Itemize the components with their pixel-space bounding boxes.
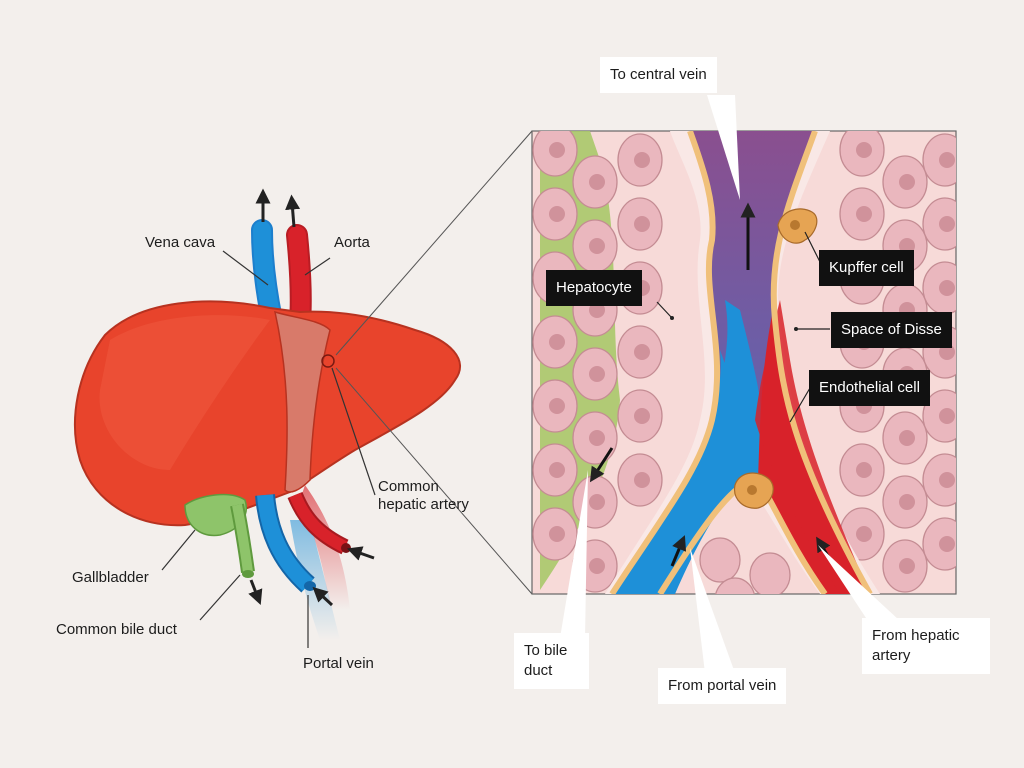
space-of-disse-label: Space of Disse bbox=[831, 312, 952, 348]
hepatocyte-nucleus bbox=[549, 142, 565, 158]
hepatocyte-cell bbox=[749, 552, 791, 594]
portal-vein-label: Portal vein bbox=[303, 655, 374, 672]
hepatocyte-nucleus bbox=[549, 462, 565, 478]
hepatocyte-nucleus bbox=[856, 526, 872, 542]
hepatocyte-nucleus bbox=[589, 302, 605, 318]
from-hepatic-artery-label: From hepatic artery bbox=[862, 618, 990, 674]
zoom-line-top bbox=[335, 130, 533, 356]
hepatocyte-nucleus bbox=[549, 334, 565, 350]
hepatocyte-nucleus bbox=[589, 558, 605, 574]
hepatocyte-label: Hepatocyte bbox=[546, 270, 642, 306]
from-hepatic-artery-line1: From hepatic bbox=[872, 627, 960, 644]
hepatocyte-nucleus bbox=[549, 526, 565, 542]
from-hepatic-artery-line2: artery bbox=[872, 647, 911, 664]
hepatocyte-nucleus bbox=[899, 558, 915, 574]
hepatocyte-nucleus bbox=[939, 408, 955, 424]
zoom-line-bottom bbox=[335, 367, 533, 595]
hepatocyte-nucleus bbox=[899, 430, 915, 446]
to-central-vein-label: To central vein bbox=[600, 57, 717, 93]
hepatocyte-nucleus bbox=[589, 430, 605, 446]
from-portal-vein-label: From portal vein bbox=[658, 668, 787, 704]
hepatocyte-nucleus bbox=[899, 494, 915, 510]
hepatocyte-nucleus bbox=[634, 408, 650, 424]
hepatocyte-nucleus bbox=[634, 152, 650, 168]
endothelial-cell-label: Endothelial cell bbox=[809, 370, 930, 406]
common-hepatic-artery-label-line1: Common bbox=[378, 478, 439, 495]
hepatocyte-nucleus bbox=[589, 366, 605, 382]
hepatocyte-nucleus bbox=[939, 280, 955, 296]
common-hepatic-artery-label-line2: hepatic artery bbox=[378, 496, 469, 513]
vena-cava-label: Vena cava bbox=[145, 234, 216, 251]
hepatocyte-nucleus bbox=[634, 472, 650, 488]
liver-illustration bbox=[74, 188, 461, 648]
gallbladder-label: Gallbladder bbox=[72, 569, 149, 586]
hepatocyte-nucleus bbox=[939, 472, 955, 488]
hepatocyte-nucleus bbox=[549, 398, 565, 414]
hepatocyte-nucleus bbox=[856, 462, 872, 478]
kupffer-cell-label: Kupffer cell bbox=[819, 250, 914, 286]
hepatocyte-nucleus bbox=[634, 344, 650, 360]
hepatocyte-nucleus bbox=[939, 536, 955, 552]
common-bile-duct-label: Common bile duct bbox=[56, 621, 177, 638]
aorta-label: Aorta bbox=[334, 234, 370, 251]
to-bile-duct-label: To bile duct bbox=[514, 633, 589, 689]
to-bile-duct-line1: To bile bbox=[524, 642, 568, 659]
hepatocyte-nucleus bbox=[856, 142, 872, 158]
hepatocyte-nucleus bbox=[939, 216, 955, 232]
hepatocyte-nucleus bbox=[589, 494, 605, 510]
to-bile-duct-line2: duct bbox=[524, 662, 553, 679]
hepatocyte-nucleus bbox=[856, 206, 872, 222]
hepatocyte-nucleus bbox=[634, 216, 650, 232]
hepatocyte-nucleus bbox=[939, 344, 955, 360]
hepatocyte-nucleus bbox=[589, 238, 605, 254]
hepatocyte-nucleus bbox=[939, 152, 955, 168]
hepatocyte-nucleus bbox=[899, 174, 915, 190]
hepatocyte-nucleus bbox=[549, 206, 565, 222]
hepatocyte-cell bbox=[699, 537, 741, 583]
hepatocyte-nucleus bbox=[589, 174, 605, 190]
hepatocyte-cell bbox=[715, 577, 755, 594]
